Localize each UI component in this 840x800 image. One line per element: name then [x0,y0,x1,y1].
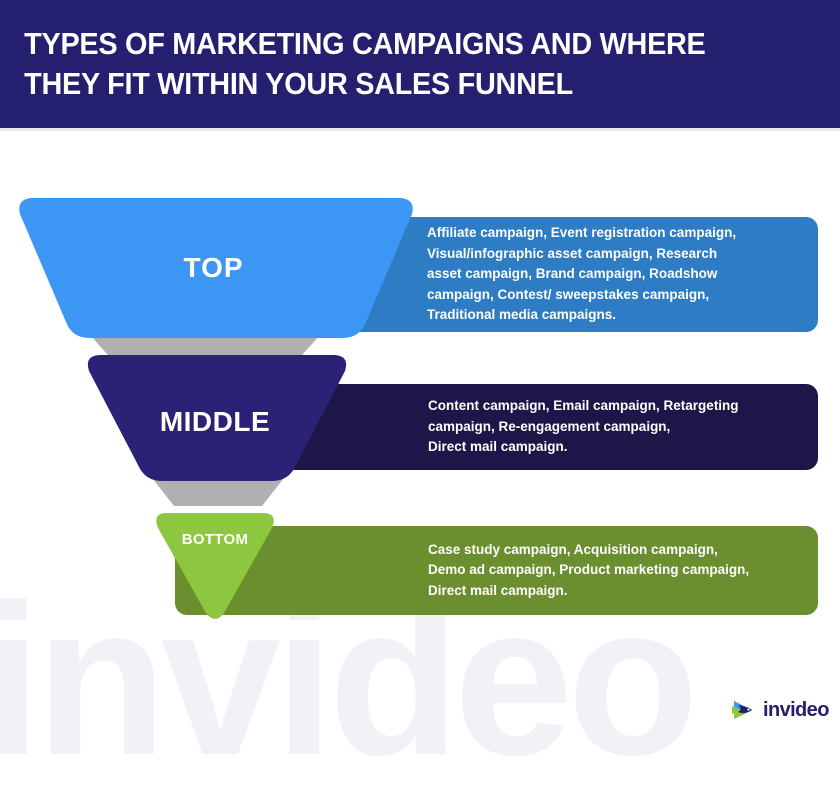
page-title: TYPES OF MARKETING CAMPAIGNS AND WHERE T… [24,26,706,101]
header-banner: TYPES OF MARKETING CAMPAIGNS AND WHERE T… [0,0,840,128]
invideo-logo: invideo [731,697,829,723]
campaign-list-top: Affiliate campaign, Event registration c… [427,225,737,323]
funnel-segment-middle [87,355,347,481]
campaign-list-middle: Content campaign, Email campaign, Retarg… [428,398,739,455]
funnel-segment-bottom [156,513,274,619]
logo-wordmark: invideo [763,699,829,721]
funnel-segment-top [19,198,413,338]
campaign-panel-bottom: Case study campaign, Acquisition campaig… [175,526,818,615]
play-triangle-icon [732,701,752,719]
header-divider [0,128,840,131]
campaign-list-bottom: Case study campaign, Acquisition campaig… [428,541,750,598]
funnel-connector-lower [152,478,284,506]
